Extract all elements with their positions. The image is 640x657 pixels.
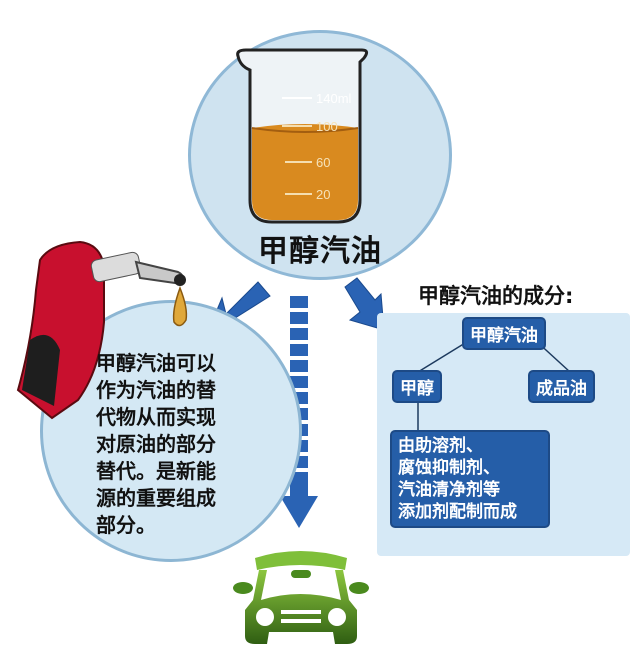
description-line: 作为汽油的替 [96,378,216,402]
detail-line: 腐蚀抑制剂、 [398,458,500,478]
tree-node-finished-oil: 成品油 [528,370,595,403]
description-line: 代物从而实现 [96,405,216,429]
beaker-icon [236,48,369,224]
fuel-nozzle-icon [16,240,188,420]
beaker-label-100: 100 [316,119,338,134]
tree-node-root: 甲醇汽油 [462,317,546,350]
composition-heading: 甲醇汽油的成分: [418,284,574,308]
description-line: 源的重要组成 [96,486,216,510]
center-title: 甲醇汽油 [258,234,382,269]
beaker-label-20: 20 [316,187,330,202]
left-description: 甲醇汽油可以 作为汽油的替 代物从而实现 对原油的部分 替代。是新能 源的重要组… [96,350,266,539]
detail-line: 汽油清净剂等 [398,480,500,500]
detail-line: 添加剂配制而成 [398,502,517,522]
arrow-down-right-icon [344,277,385,331]
left-info-circle [40,300,302,562]
beaker-label-60: 60 [316,155,330,170]
detail-line: 由助溶剂、 [398,436,483,456]
description-line: 部分。 [96,513,156,537]
description-line: 替代。是新能 [96,459,216,483]
description-line: 对原油的部分 [96,432,216,456]
description-line: 甲醇汽油可以 [96,351,216,375]
beaker-label-140: 140ml [316,91,352,106]
car-icon [233,551,369,644]
tree-node-methanol-detail: 由助溶剂、 腐蚀抑制剂、 汽油清净剂等 添加剂配制而成 [390,430,550,528]
tree-node-methanol: 甲醇 [392,370,442,403]
